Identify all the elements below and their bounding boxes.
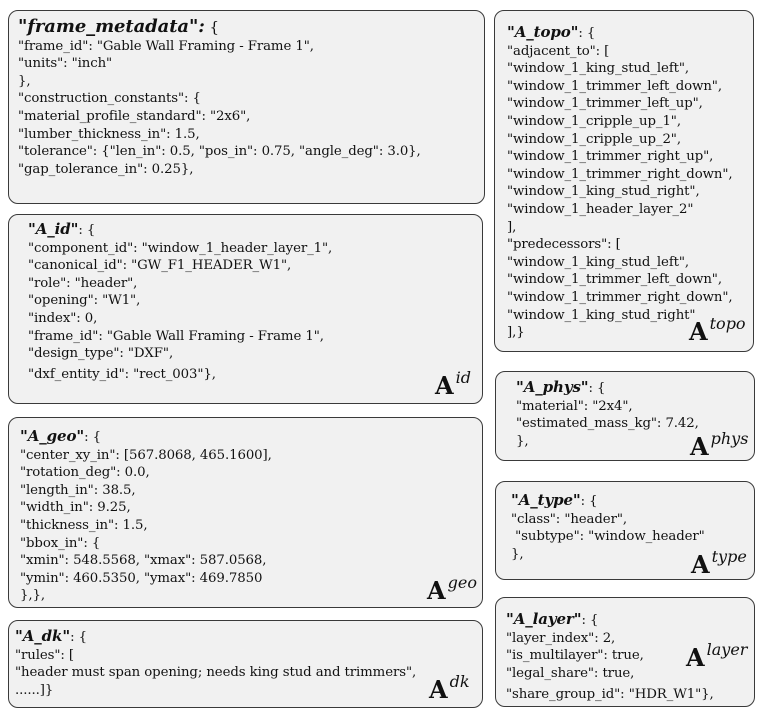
a-phys-line: "estimated_mass_kg": 7.42, [516,416,699,432]
a-topo-line: "window_1_header_layer_2" [507,201,694,217]
a-topo-box: "A_topo": { "adjacent_to": [ "window_1_k… [494,10,754,352]
a-type-key: "A_type" [511,491,581,509]
a-geo-line: "length_in": 38.5, [20,482,136,498]
a-dk-box: "A_dk": { "rules": [ "header must span o… [8,620,483,708]
a-layer-line: "legal_share": true, [506,665,635,681]
frame-metadata-key: "frame_metadata": [18,16,205,37]
a-topo-line: ], [507,219,517,235]
a-dk-header: "A_dk": { [15,627,87,645]
a-geo-box: "A_geo": { "center_xy_in": [567.8068, 46… [8,417,483,608]
a-phys-line: "material": "2x4", [516,398,633,414]
a-topo-line: "window_1_cripple_up_1", [507,113,681,129]
a-topo-line: "window_1_trimmer_left_down", [507,78,722,94]
a-geo-key: "A_geo" [20,427,85,445]
a-dk-line: ......]} [15,682,54,698]
a-geo-header: "A_geo": { [20,427,101,445]
a-topo-line: "window_1_trimmer_right_down", [507,166,733,182]
a-phys-header: "A_phys": { [516,378,606,396]
a-phys-box: "A_phys": { "material": "2x4", "estimate… [495,371,755,461]
a-layer-line: "layer_index": 2, [506,630,616,646]
a-topo-line: "window_1_trimmer_right_down", [507,289,733,305]
a-phys-key: "A_phys" [516,378,589,396]
a-topo-line: ],} [507,325,525,341]
a-layer-header: "A_layer": { [506,610,599,628]
a-type-line: "subtype": "window_header" [511,529,705,545]
a-id-line: "index": 0, [28,310,98,326]
a-topo-line: "window_1_trimmer_left_up", [507,96,703,112]
frame-metadata-line: "units": "inch" [18,56,113,72]
a-id-line: "canonical_id": "GW_F1_HEADER_W1", [28,258,292,274]
a-id-line: "component_id": "window_1_header_layer_1… [28,240,333,256]
a-id-box: "A_id": { "component_id": "window_1_head… [8,214,483,404]
a-id-line: "dxf_entity_id": "rect_003"}, [28,366,216,382]
a-layer-line: "is_multilayer": true, [506,648,644,664]
a-id-line: "frame_id": "Gable Wall Framing - Frame … [28,328,324,344]
a-geo-line: "bbox_in": { [20,535,101,551]
a-geo-line: "rotation_deg": 0.0, [20,465,150,481]
a-topo-line: "adjacent_to": [ [507,43,610,59]
a-topo-line: "window_1_trimmer_left_down", [507,272,722,288]
a-dk-key: "A_dk" [15,627,71,645]
a-phys-line: }, [516,433,529,449]
a-geo-line: "thickness_in": 1.5, [20,517,148,533]
a-topo-line: "window_1_king_stud_right", [507,184,700,200]
a-geo-line: "center_xy_in": [567.8068, 465.1600], [20,447,272,463]
a-id-key: "A_id" [28,220,79,238]
a-topo-header: "A_topo": { [507,23,596,41]
frame-metadata-line: "construction_constants": { [18,91,201,107]
frame-metadata-box: "frame_metadata": { "frame_id": "Gable W… [8,10,485,204]
frame-metadata-line: "lumber_thickness_in": 1.5, [18,126,200,142]
a-dk-line: "rules": [ [15,647,74,663]
a-geo-line: "ymin": 460.5350, "ymax": 469.7850 [20,570,263,586]
frame-metadata-line: "frame_id": "Gable Wall Framing - Frame … [18,38,314,54]
a-topo-key: "A_topo" [507,23,579,41]
a-dk-line: "header must span opening; needs king st… [15,665,417,681]
a-id-header: "A_id": { [28,220,96,238]
frame-metadata-line: "tolerance": {"len_in": 0.5, "pos_in": 0… [18,144,421,160]
a-topo-line: "window_1_cripple_up_2", [507,131,681,147]
frame-metadata-line: "material_profile_standard": "2x6", [18,108,251,124]
a-geo-line: },}, [20,588,45,604]
frame-metadata-line: }, [18,73,31,89]
a-type-line: }, [511,546,524,562]
a-type-line: "class": "header", [511,511,627,527]
a-topo-line: "window_1_king_stud_left", [507,254,690,270]
a-layer-line: "share_group_id": "HDR_W1"}, [506,687,714,703]
a-layer-key: "A_layer" [506,610,582,628]
a-layer-box: "A_layer": { "layer_index": 2, "is_multi… [495,597,755,707]
a-type-header: "A_type": { [511,491,598,509]
a-topo-line: "window_1_trimmer_right_up", [507,149,714,165]
a-id-line: "opening": "W1", [28,293,141,309]
a-type-box: "A_type": { "class": "header", "subtype"… [495,481,755,580]
a-id-line: "design_type": "DXF", [28,346,174,362]
a-topo-line: "predecessors": [ [507,237,621,253]
a-id-line: "role": "header", [28,275,138,291]
a-geo-line: "width_in": 9.25, [20,500,131,516]
a-topo-line: "window_1_king_stud_left", [507,61,690,77]
frame-metadata-header: "frame_metadata": { [18,16,219,37]
frame-metadata-line: "gap_tolerance_in": 0.25}, [18,161,194,177]
a-geo-line: "xmin": 548.5568, "xmax": 587.0568, [20,553,267,569]
a-topo-line: "window_1_king_stud_right" [507,307,696,323]
